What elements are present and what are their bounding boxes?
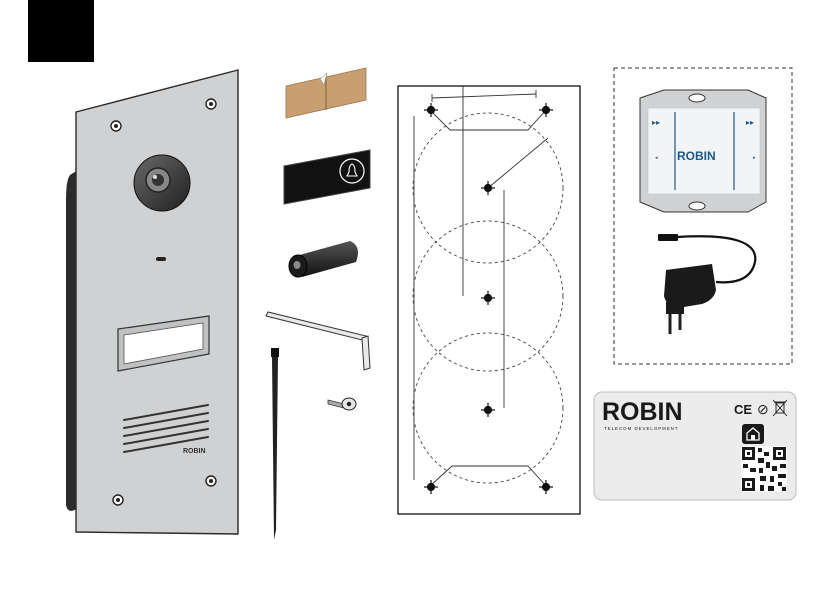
screw (328, 398, 356, 410)
forward-arrow-icon: ▸▸ (652, 118, 660, 127)
forward-arrow-icon: ▸▸ (746, 118, 754, 127)
card-brand: ROBIN (602, 398, 683, 426)
tape-strip (286, 68, 366, 118)
cable-tie (271, 348, 279, 540)
hex-key (266, 312, 370, 370)
power-module: ▸▸ ▸▸ ◂ ▸ ROBIN (640, 90, 766, 212)
no-sign-mark: ⊘ (757, 401, 769, 417)
camera-lens-icon (134, 155, 190, 211)
rubber-plug (289, 241, 358, 277)
microphone-slot (156, 257, 166, 261)
ce-mark: CE (734, 402, 752, 417)
home-icon (742, 424, 764, 444)
module-brand-label: ROBIN (677, 149, 716, 163)
label-card: ROBIN TELECOM DEVELOPMENT CE ⊘ (594, 392, 796, 500)
qr-code-icon (741, 446, 787, 492)
card-tagline: TELECOM DEVELOPMENT (604, 426, 679, 431)
power-adapter (658, 234, 755, 334)
panel-brand-label: ROBIN (183, 448, 206, 455)
mounting-template (398, 86, 580, 514)
button-sticker (284, 150, 370, 204)
door-panel: ROBIN (66, 70, 238, 534)
